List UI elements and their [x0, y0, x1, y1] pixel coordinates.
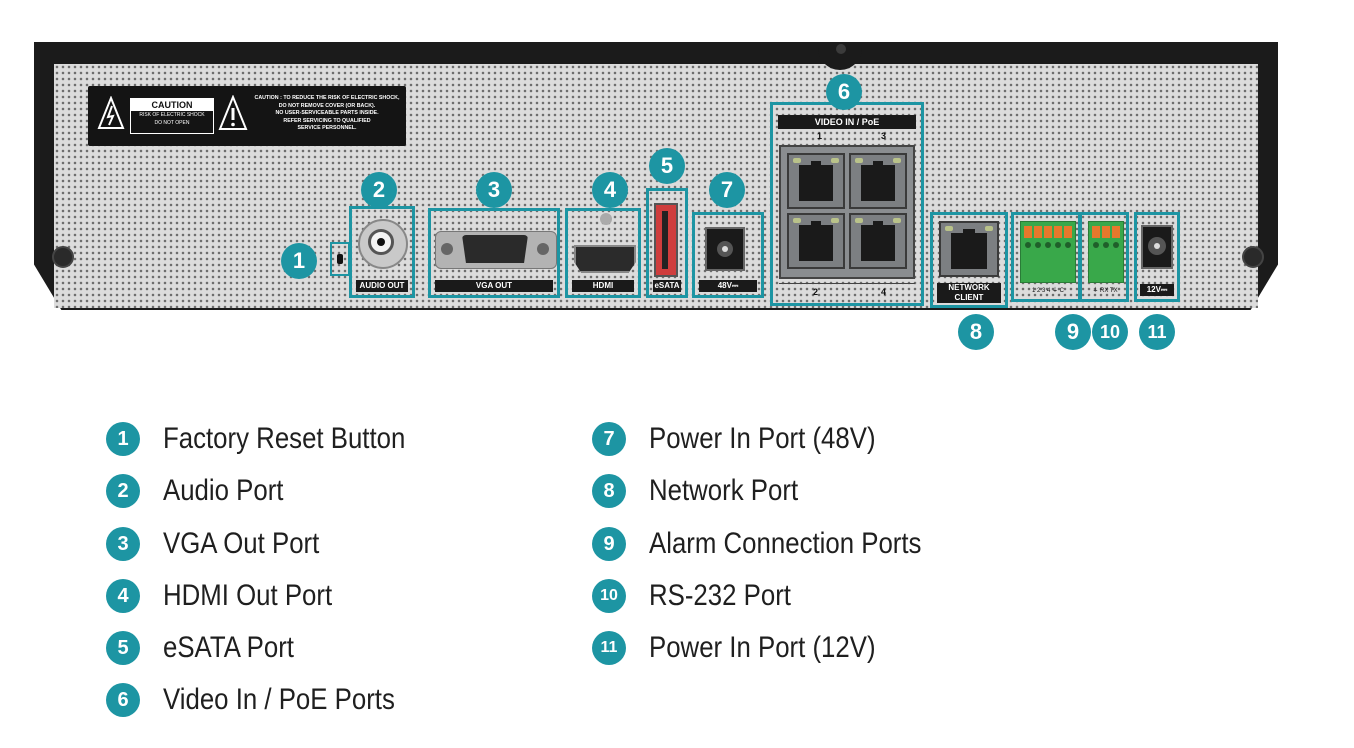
legend-number-badge: 7	[592, 422, 626, 456]
caution-warning-text: CAUTION : TO REDUCE THE RISK OF ELECTRIC…	[254, 95, 400, 133]
alarm-terminal-block[interactable]	[1020, 221, 1076, 283]
callout-badge: 1	[281, 243, 317, 279]
warning-triangle-icon	[97, 96, 125, 129]
hdmi-port-highlight: HDMI	[565, 208, 641, 298]
caution-warning-line: REFER SERVICING TO QUALIFIED	[283, 117, 371, 124]
caution-box: CAUTION RISK OF ELECTRIC SHOCK DO NOT OP…	[130, 98, 214, 134]
network-port-highlight: NETWORK CLIENT	[930, 212, 1008, 308]
vga-port-highlight: VGA OUT	[428, 208, 560, 298]
hdmi-connector[interactable]	[574, 245, 636, 273]
legend-number-badge: 3	[106, 527, 140, 561]
caution-subtitle: RISK OF ELECTRIC SHOCK	[139, 112, 205, 118]
legend-label: Factory Reset Button	[163, 422, 406, 455]
legend-label: Power In Port (12V)	[649, 631, 876, 664]
legend-label: eSATA Port	[163, 631, 294, 664]
legend-label: Alarm Connection Ports	[649, 527, 922, 560]
legend-number-badge: 10	[592, 579, 626, 613]
legend-number-badge: 2	[106, 474, 140, 508]
audio-port-highlight: AUDIO OUT	[349, 206, 415, 298]
poe-port-4[interactable]	[849, 213, 907, 269]
poe-port-3[interactable]	[849, 153, 907, 209]
mount-hole-left	[52, 246, 74, 268]
callout-badge: 7	[709, 172, 745, 208]
caution-label: CAUTION RISK OF ELECTRIC SHOCK DO NOT OP…	[88, 86, 406, 146]
hdmi-label: HDMI	[572, 280, 634, 292]
legend-number-badge: 5	[106, 631, 140, 665]
alarm-ports-highlight: 1 2 3 4 ⏚ C	[1011, 212, 1081, 302]
poe-port-number: 2	[813, 287, 819, 297]
caution-warning-line: SERVICE PERSONNEL.	[297, 125, 357, 132]
rs232-port-highlight: ⏚ RX TX	[1079, 212, 1129, 302]
poe-port-1[interactable]	[787, 153, 845, 209]
poe-port-number: 1	[817, 131, 823, 141]
mount-hole-right	[1242, 246, 1264, 268]
legend-label: Power In Port (48V)	[649, 422, 876, 455]
network-rj45-port[interactable]	[939, 221, 999, 277]
dc-jack-48v[interactable]	[705, 227, 745, 271]
legend-number-badge: 4	[106, 579, 140, 613]
power-12v-highlight: 12V⎓	[1134, 212, 1180, 302]
vga-connector[interactable]	[435, 231, 557, 269]
callout-badge: 9	[1055, 314, 1091, 350]
esata-connector[interactable]	[654, 203, 678, 277]
legend-label: VGA Out Port	[163, 527, 320, 560]
legend-label: Audio Port	[163, 474, 284, 507]
legend-number-badge: 1	[106, 422, 140, 456]
legend-label: Network Port	[649, 474, 799, 507]
legend-number-badge: 9	[592, 527, 626, 561]
poe-ports-highlight: VIDEO IN / PoE 1 3 2 4	[770, 102, 924, 306]
caution-warning-line: NO USER-SERVICEABLE PARTS INSIDE.	[275, 110, 379, 117]
video-in-poe-label: VIDEO IN / PoE	[778, 115, 916, 129]
caution-title: CAUTION	[131, 99, 213, 111]
caution-warning-line: DO NOT REMOVE COVER (OR BACK).	[278, 102, 376, 109]
callout-badge: 6	[826, 74, 862, 110]
legend-label: HDMI Out Port	[163, 579, 333, 612]
callout-badge: 4	[592, 172, 628, 208]
power-12v-label: 12V⎓	[1140, 284, 1174, 296]
legend-number-badge: 8	[592, 474, 626, 508]
network-client-label-line: CLIENT	[954, 293, 984, 302]
legend-number-badge: 11	[592, 631, 626, 665]
legend-label: RS-232 Port	[649, 579, 791, 612]
rs232-terminal-block[interactable]	[1088, 221, 1124, 283]
rs232-pin-labels: ⏚ RX TX	[1092, 288, 1118, 294]
alarm-pin-labels: 1 2 3 4 ⏚ C	[1031, 288, 1065, 294]
caution-subtitle: DO NOT OPEN	[154, 120, 190, 126]
vga-out-label: VGA OUT	[435, 280, 553, 292]
dc-jack-12v[interactable]	[1141, 225, 1173, 269]
esata-port-highlight: eSATA	[646, 188, 688, 298]
power-48v-highlight: 48V⎓	[692, 212, 764, 298]
esata-label: eSATA	[653, 280, 681, 292]
callout-badge: 3	[476, 172, 512, 208]
screw-icon	[836, 44, 846, 54]
poe-port-block	[779, 145, 915, 279]
audio-rca-jack[interactable]	[358, 219, 408, 269]
poe-port-2[interactable]	[787, 213, 845, 269]
callout-badge: 11	[1139, 314, 1175, 350]
screw-icon	[600, 213, 612, 225]
poe-port-number: 3	[881, 131, 887, 141]
callout-badge: 8	[958, 314, 994, 350]
callout-badge: 2	[361, 172, 397, 208]
audio-out-label: AUDIO OUT	[356, 280, 408, 292]
network-client-label: NETWORK CLIENT	[937, 283, 1001, 303]
network-client-label-line: NETWORK	[948, 283, 990, 292]
callout-badge: 5	[649, 148, 685, 184]
power-48v-label: 48V⎓	[699, 280, 757, 292]
factory-reset-button[interactable]	[337, 254, 343, 264]
poe-port-number: 4	[881, 287, 887, 297]
legend-number-badge: 6	[106, 683, 140, 717]
caution-warning-line: CAUTION : TO REDUCE THE RISK OF ELECTRIC…	[254, 95, 400, 101]
callout-badge: 10	[1092, 314, 1128, 350]
legend-label: Video In / PoE Ports	[163, 683, 395, 716]
exclamation-triangle-icon	[218, 95, 248, 130]
